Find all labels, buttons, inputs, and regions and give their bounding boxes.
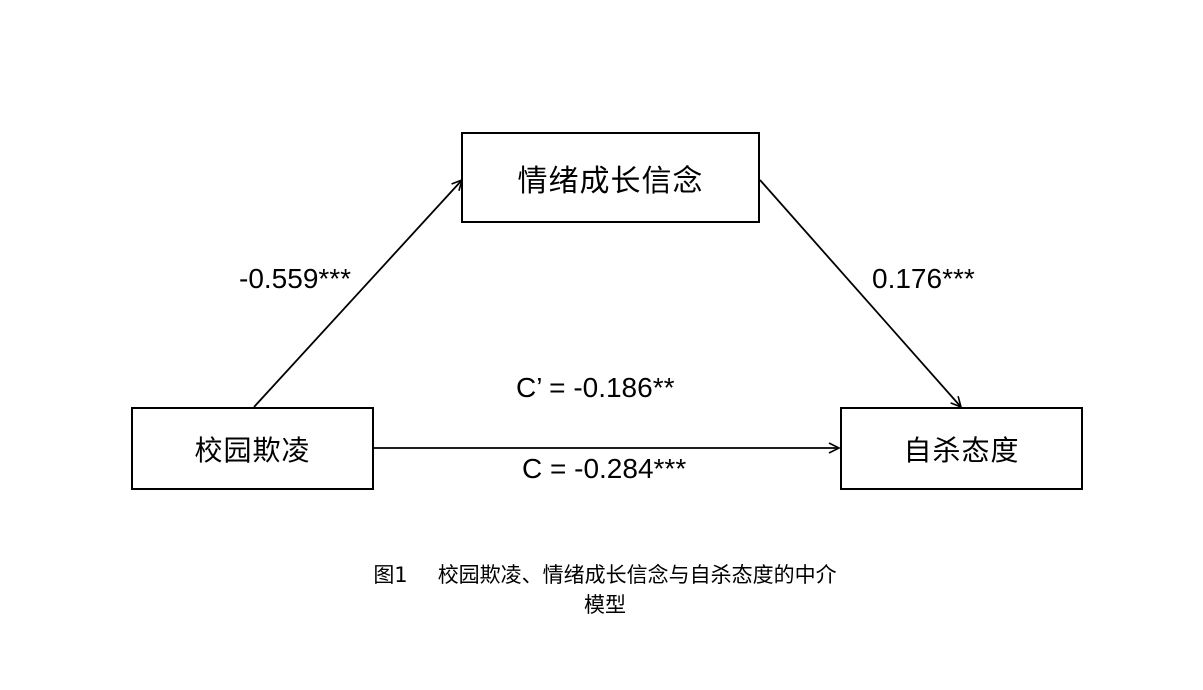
node-mediator-label: 情绪成长信念 bbox=[517, 163, 704, 199]
node-independent-label: 校园欺凌 bbox=[194, 433, 311, 467]
caption-line-2: 模型 bbox=[584, 593, 626, 617]
coefficient-c-prime: C’ = -0.186** bbox=[516, 372, 675, 403]
caption-number: 图1 bbox=[373, 563, 408, 587]
coefficient-b: 0.176*** bbox=[872, 263, 975, 294]
coefficient-c: C = -0.284*** bbox=[522, 453, 687, 484]
figure-caption: 图1 校园欺凌、情绪成长信念与自杀态度的中介 模型 bbox=[300, 560, 910, 620]
node-mediator: 情绪成长信念 bbox=[461, 132, 760, 223]
caption-title: 校园欺凌、情绪成长信念与自杀态度的中介 bbox=[437, 563, 837, 587]
arrow-a bbox=[253, 180, 462, 408]
node-dependent: 自杀态度 bbox=[840, 407, 1083, 490]
coefficient-a: -0.559*** bbox=[239, 263, 352, 294]
caption-line-1: 图1 校园欺凌、情绪成长信念与自杀态度的中介 bbox=[300, 560, 910, 590]
node-dependent-label: 自杀态度 bbox=[903, 433, 1020, 467]
arrow-b bbox=[759, 179, 961, 407]
node-independent: 校园欺凌 bbox=[131, 407, 374, 490]
